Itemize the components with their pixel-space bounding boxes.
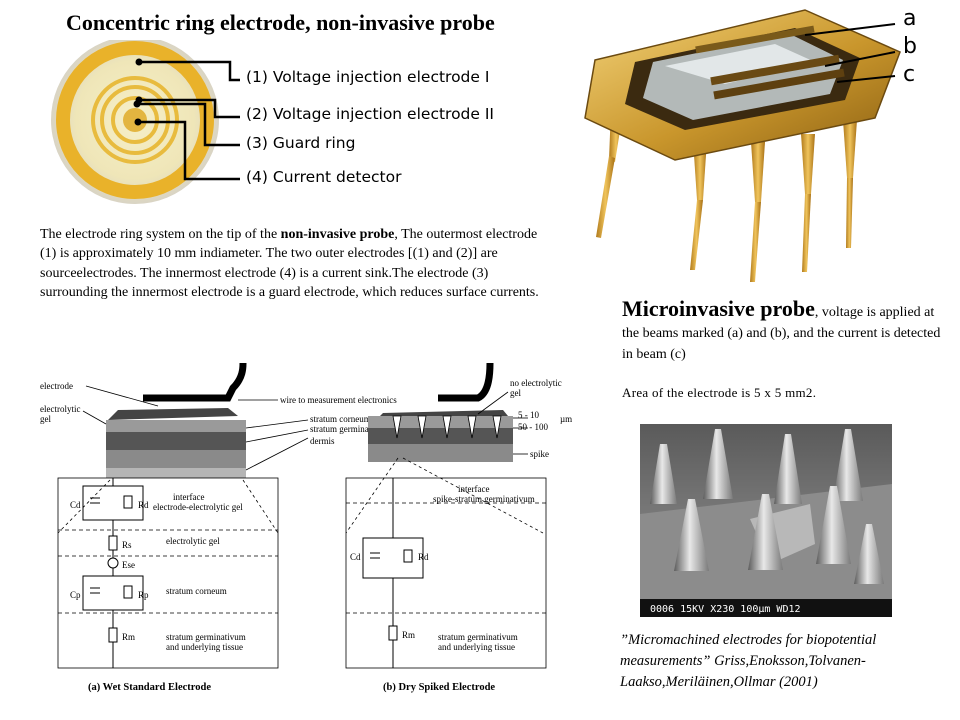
electrode-area: Area of the electrode is 5 x 5 mm2. — [622, 385, 817, 400]
page-title: Concentric ring electrode, non-invasive … — [66, 10, 495, 35]
outer-ring — [56, 41, 214, 199]
ring-2 — [91, 76, 179, 164]
ring-inner — [111, 96, 159, 144]
label-stratum-germinativum: stratum germinativum — [310, 424, 390, 434]
label-interface-b1: interface — [458, 484, 489, 494]
label-voltage-electrode-1: (1) Voltage injection electrode I — [246, 68, 490, 86]
label-electrode: electrode — [40, 381, 73, 391]
current-detector — [123, 108, 147, 132]
label-rd-b: Rd — [418, 552, 429, 562]
label-gel: gel — [40, 414, 51, 424]
concentric-electrode-figure — [51, 40, 240, 204]
label-rs: Rs — [122, 540, 132, 550]
label-germinativum-a2: and underlying tissue — [166, 642, 243, 652]
label-ese: Ese — [122, 560, 135, 570]
caption-wet-electrode: (a) Wet Standard Electrode — [88, 682, 211, 693]
label-interface-a2: electrode-electrolytic gel — [153, 502, 243, 512]
label-cd-a: Cd — [70, 500, 81, 510]
citation: ”Micromachined electrodes for biopotenti… — [620, 632, 877, 690]
label-current-detector: (4) Current detector — [246, 168, 402, 186]
electrode-circuit-diagram: electrode electrolytic gel wire to measu… — [40, 362, 572, 693]
label-stratum-corneum: stratum corneum — [310, 414, 371, 424]
label-germinativum-b1: stratum germinativum — [438, 632, 518, 642]
microinvasive-description: Microinvasive probe, voltage is applied … — [622, 296, 941, 363]
label-rm-b: Rm — [402, 630, 415, 640]
beam-label-b: b — [903, 34, 917, 59]
label-rp: Rp — [138, 590, 149, 600]
label-unit: µm — [560, 414, 572, 424]
beam-label-a: a — [903, 6, 917, 31]
label-electrolytic: electrolytic — [40, 404, 80, 414]
label-voltage-electrode-2: (2) Voltage injection electrode II — [246, 105, 494, 123]
label-germinativum-a1: stratum germinativum — [166, 632, 246, 642]
label-interface-a1: interface — [173, 492, 204, 502]
label-cd-b: Cd — [350, 552, 361, 562]
label-cp: Cp — [70, 590, 81, 600]
label-rm-a: Rm — [122, 632, 135, 642]
sem-micrograph: 0006 15KV X230 100µm WD12 — [640, 424, 892, 617]
label-stratum-corneum-a: stratum corneum — [166, 586, 227, 596]
label-rd-a: Rd — [138, 500, 149, 510]
label-spike: spike — [530, 449, 549, 459]
label-electrolytic-gel: electrolytic gel — [166, 536, 220, 546]
label-guard-ring: (3) Guard ring — [246, 134, 356, 152]
label-germinativum-b2: and underlying tissue — [438, 642, 515, 652]
label-gel-right: gel — [510, 388, 521, 398]
beam-label-c: c — [903, 62, 916, 87]
microinvasive-chip-photo — [584, 9, 901, 282]
caption-dry-electrode: (b) Dry Spiked Electrode — [383, 682, 495, 693]
electrode-description: The electrode ring system on the tip of … — [40, 227, 539, 301]
sem-caption: 0006 15KV X230 100µm WD12 — [650, 604, 801, 615]
label-dermis: dermis — [310, 436, 335, 446]
guard-ring — [100, 85, 170, 155]
label-wire: wire to measurement electronics — [280, 395, 397, 405]
label-interface-b2: spike-stratum germinativum — [433, 494, 535, 504]
label-depth-1: 5 - 10 — [518, 410, 539, 420]
label-depth-2: 50 - 100 — [518, 422, 548, 432]
label-no-electrolytic: no electrolytic — [510, 378, 562, 388]
